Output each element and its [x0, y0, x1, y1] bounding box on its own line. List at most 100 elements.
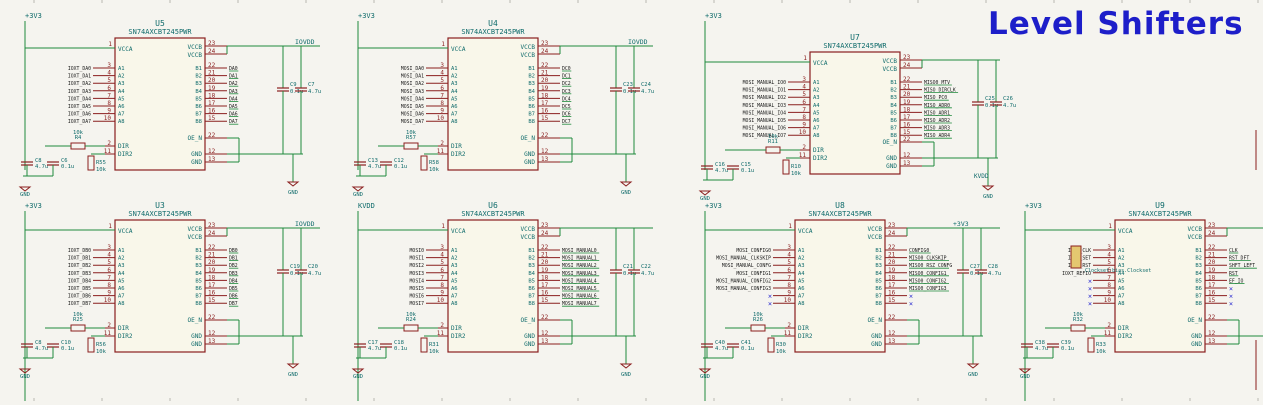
pin-name: A1 [118, 248, 125, 254]
cap-ref: C27 [970, 264, 980, 270]
net-label: MOSI_MANUAL4 [562, 278, 597, 284]
pin-name: B4 [875, 271, 882, 277]
net-label: DB7 [229, 301, 238, 307]
pin-name: A5 [813, 110, 820, 116]
net-label: DC2 [562, 81, 571, 87]
pin-num: 12 [1208, 330, 1216, 337]
cap-ref: C22 [641, 264, 651, 270]
no-connect-mark: × [1088, 293, 1092, 301]
net-label: DC5 [562, 104, 571, 110]
pin-num: 21 [903, 84, 911, 91]
cap-ref: C7 [308, 82, 315, 88]
pin-num: 15 [208, 115, 216, 122]
pin-num: 20 [1208, 259, 1216, 266]
chip-part: SN74AXCBT245PWR [808, 210, 872, 218]
net-label: MOSI_MANUAL_IO4 [743, 110, 786, 116]
cap-val: 0.1u [61, 164, 74, 170]
res-val: 10k [1096, 349, 1107, 355]
res-val: 10k [406, 312, 417, 318]
no-connect-mark: × [1229, 293, 1233, 301]
pin-name: B4 [528, 271, 535, 277]
cap-ref: C15 [741, 162, 751, 168]
net-label: DC7 [562, 119, 571, 125]
net-label: MOSI_MANUAL3 [562, 271, 597, 277]
pin-num: 20 [541, 77, 549, 84]
pin-name: VCCA [451, 228, 466, 235]
cap-val: 0.1u [970, 271, 983, 277]
cap-val: 0.1u [741, 168, 754, 174]
pin-num: 6 [787, 267, 791, 274]
pin-num: 9 [440, 108, 444, 115]
pin-name: B2 [195, 256, 202, 262]
pin-name: B5 [1195, 278, 1202, 284]
pin-name: VCCB [188, 234, 203, 241]
pin-num: 22 [208, 314, 216, 321]
resistor [420, 155, 428, 171]
gnd-label: GND [621, 190, 631, 196]
pin-num: 22 [1208, 244, 1216, 251]
res-val: 10k [776, 349, 787, 355]
net-label: MOSI_MANUAL_CLKSKIP [716, 256, 771, 262]
pin-name: A1 [1118, 248, 1125, 254]
pin-num: 8 [107, 100, 111, 107]
pin-num: 15 [541, 115, 549, 122]
pin-name: A6 [118, 286, 125, 292]
pin-num: 24 [541, 230, 549, 237]
pin-name: A5 [118, 278, 125, 284]
cap-ref: C8 [35, 158, 42, 164]
net-label: MOSI_MANUAL0 [562, 248, 597, 254]
pin-num: 9 [107, 290, 111, 297]
net-label: MOSI_DA3 [401, 89, 424, 95]
pin-num: 24 [208, 230, 216, 237]
gnd-label: GND [20, 192, 30, 198]
cap-val: 4.7u [368, 164, 381, 170]
pin-name: A6 [1118, 286, 1125, 292]
cap-ref: C19 [290, 264, 300, 270]
pin-num: 20 [541, 259, 549, 266]
cap-ref: C13 [368, 158, 378, 164]
pin-num: 11 [784, 330, 792, 337]
pin-name: B2 [528, 256, 535, 262]
pin-num: 2 [440, 322, 444, 329]
pin-name: A8 [118, 119, 125, 125]
net-label: IOXT_DA7 [68, 119, 91, 125]
pin-name: A8 [451, 301, 458, 307]
no-connect-mark: × [1229, 285, 1233, 293]
net-label: +3V3 [953, 220, 969, 228]
pin-name: B1 [528, 248, 535, 254]
res-val: 10k [768, 134, 779, 140]
pin-num: 18 [208, 274, 216, 281]
pin-name: B7 [195, 294, 202, 300]
net-label: EF_IO [1229, 278, 1244, 284]
net-label: MOSI_MANUAL_CONFIG3 [716, 286, 771, 292]
net-label: MOSI_MANUAL1 [562, 256, 597, 262]
pin-name: B3 [195, 81, 202, 87]
pin-num: 15 [1208, 297, 1216, 304]
net-label: MOSI7 [410, 301, 425, 307]
pin-name: A7 [1118, 294, 1125, 300]
pin-num: 20 [903, 91, 911, 98]
gnd-label: GND [353, 192, 363, 198]
pin-num: 17 [208, 100, 216, 107]
pin-name: A3 [451, 81, 458, 87]
pin-name: B4 [890, 103, 897, 109]
res-val: 10k [96, 349, 107, 355]
pin-num: 17 [1208, 282, 1216, 289]
pin-num: 7 [1107, 274, 1111, 281]
pin-name: A7 [798, 294, 805, 300]
pin-num: 8 [440, 100, 444, 107]
resistor [70, 324, 86, 332]
pin-name: A3 [813, 95, 820, 101]
cap-val: 0.1u [290, 89, 303, 95]
pin-num: 24 [888, 230, 896, 237]
pin-num: 3 [787, 244, 791, 251]
pin-name: A7 [451, 294, 458, 300]
pin-name: DIR2 [118, 151, 133, 158]
no-connect-mark: × [909, 300, 913, 308]
pin-name: B3 [528, 81, 535, 87]
net-label: MOSI_DA1 [401, 74, 424, 80]
net-label: RST [1229, 271, 1238, 277]
pin-name: A8 [1118, 301, 1125, 307]
pin-num: 4 [107, 70, 111, 77]
pin-num: 9 [1107, 290, 1111, 297]
